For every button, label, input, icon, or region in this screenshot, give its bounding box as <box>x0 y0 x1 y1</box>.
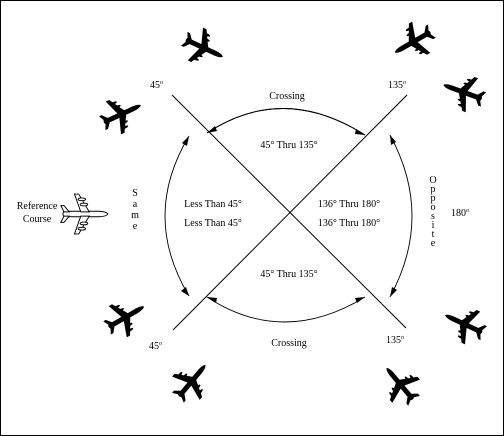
reference-label-line1: Reference <box>17 201 58 212</box>
svg-text:O: O <box>429 175 436 186</box>
svg-text:S: S <box>132 188 138 199</box>
aircraft-icon-upper-left <box>176 22 231 74</box>
bottom-range-label: 45° Thru 135° <box>260 269 317 280</box>
angle-label-lower-right: 135o <box>386 335 404 346</box>
svg-text:m: m <box>131 210 139 221</box>
svg-text:p: p <box>431 193 436 204</box>
top-arc-label: Crossing <box>269 91 305 102</box>
right-range-label-2: 136° Thru 180° <box>318 218 380 229</box>
aircraft-icon-upper-right <box>385 15 441 69</box>
angle-label-lower-left: 45o <box>149 341 162 352</box>
reference-aircraft-icon <box>60 193 109 235</box>
course-line-135-to-45 <box>172 94 408 331</box>
right-range-label-1: 136° Thru 180° <box>318 199 380 210</box>
aircraft-icon-bottom-left <box>164 353 220 410</box>
arc-arrowheads <box>181 126 397 303</box>
aircraft-icon-right-lower <box>437 298 492 350</box>
aircraft-icon-right-upper <box>437 67 490 117</box>
svg-text:s: s <box>431 211 435 222</box>
svg-text:p: p <box>431 184 436 195</box>
svg-text:e: e <box>133 221 138 232</box>
right-arc <box>389 134 413 298</box>
left-range-label-1: Less Than 45° <box>184 199 242 210</box>
bottom-arc-label: Crossing <box>271 338 307 349</box>
svg-text:o: o <box>431 202 436 213</box>
aircraft-icon-left-upper <box>94 88 149 140</box>
course-line-45-to-135 <box>171 94 407 329</box>
same-vertical-label: S a m e <box>131 188 139 232</box>
left-arc <box>164 135 190 297</box>
left-range-label-2: Less Than 45° <box>184 218 242 229</box>
svg-text:a: a <box>133 199 138 210</box>
top-range-label: 45° Thru 135° <box>260 140 317 151</box>
angle-label-180: 180o <box>451 208 469 219</box>
aircraft-icon-left-lower <box>98 290 154 344</box>
reference-label-line2: Course <box>23 214 52 225</box>
svg-text:t: t <box>432 229 435 240</box>
opposite-vertical-label: O p p o s i t e <box>429 175 436 249</box>
angle-label-upper-left: 45o <box>150 80 163 91</box>
aircraft-icon-bottom-right <box>372 356 428 413</box>
angle-label-upper-right: 135o <box>388 80 406 91</box>
svg-text:e: e <box>431 238 436 249</box>
svg-text:i: i <box>432 220 435 231</box>
bottom-arc <box>206 296 366 323</box>
